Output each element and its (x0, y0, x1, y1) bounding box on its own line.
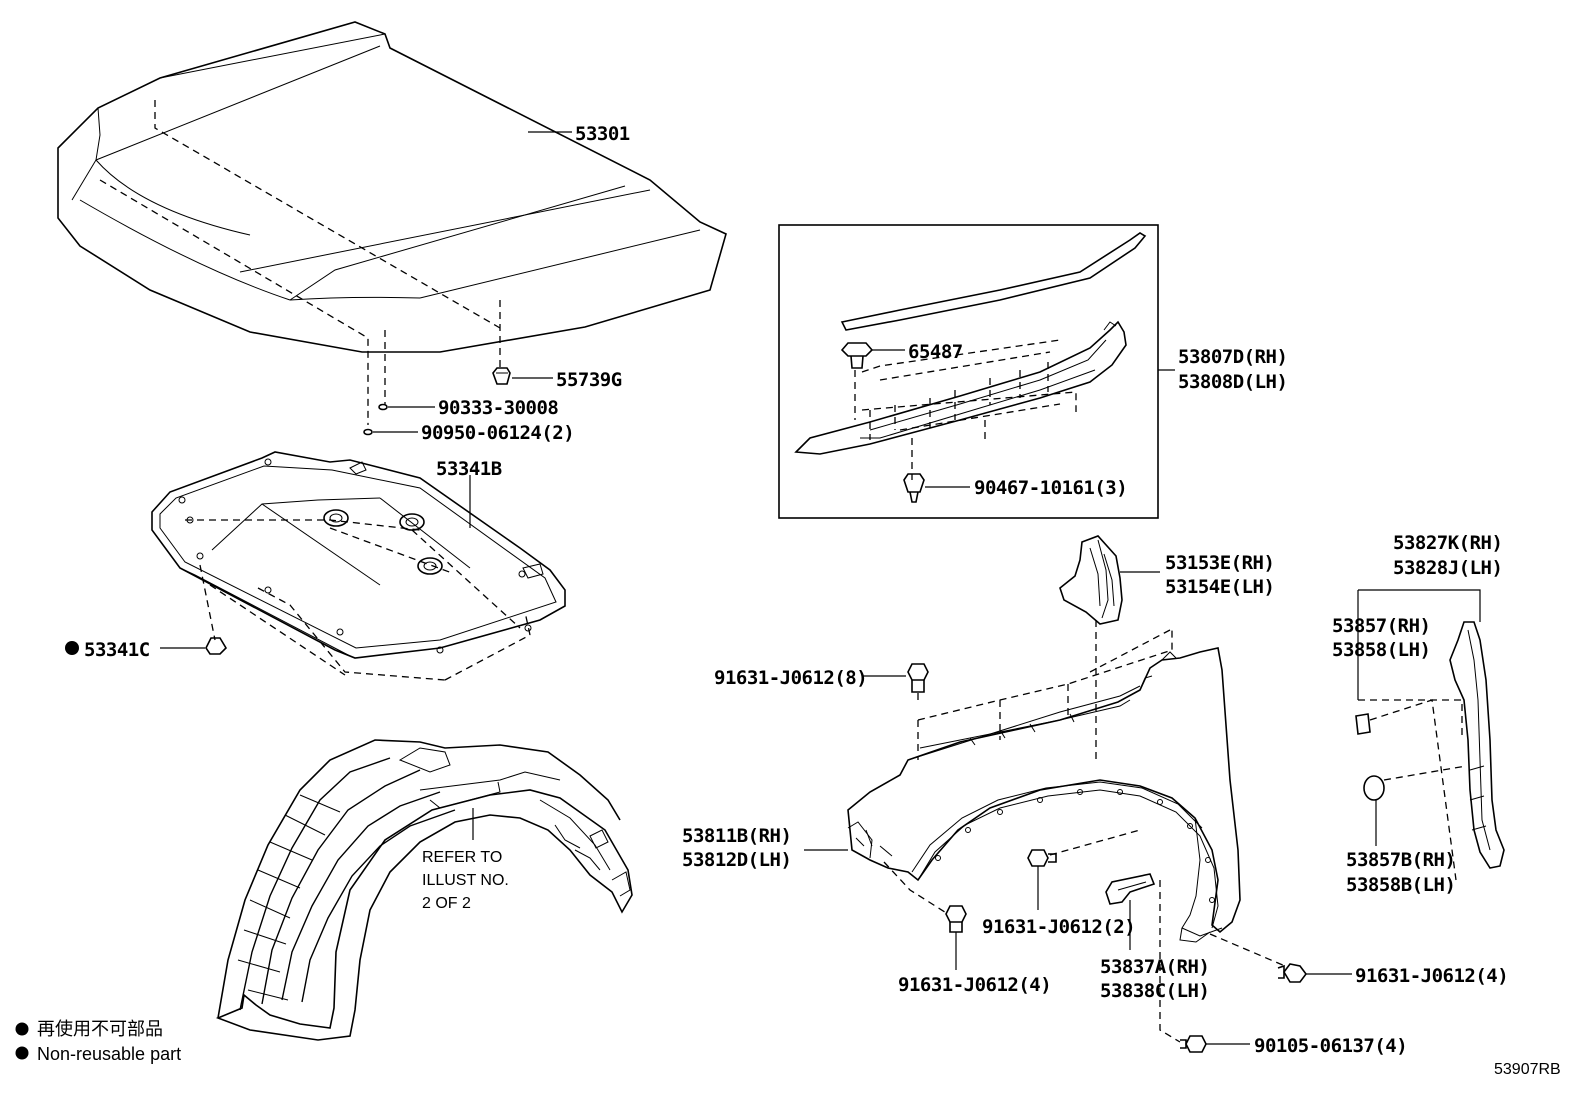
label-insulator-retainer: 53341C (84, 639, 150, 661)
label-splash-lh: 53838C(LH) (1100, 980, 1209, 1002)
bolt-4b-part (1277, 963, 1307, 983)
label-hood-insulator: 53341B (436, 458, 502, 480)
label-bolt-4a: 91631-J0612(4) (898, 974, 1051, 996)
fender-seal-part (1449, 621, 1505, 869)
fender-liner-part (215, 739, 633, 1041)
label-molding-clip: 65487 (908, 341, 963, 363)
label-spacer-b-lh: 53858B(LH) (1346, 874, 1455, 896)
label-bolt-2: 91631-J0612(2) (982, 916, 1135, 938)
front-fender-part (847, 647, 1241, 943)
legend-bullet-en (15, 1046, 29, 1060)
label-screw-4: 90105-06137(4) (1254, 1035, 1407, 1057)
label-bracket-rh: 53153E(RH) (1165, 552, 1274, 574)
spacer-b-part (1363, 775, 1385, 801)
hood-cushion-part (492, 367, 511, 385)
label-bracket-lh: 53154E(LH) (1165, 576, 1274, 598)
label-molding-rh: 53807D(RH) (1178, 346, 1287, 368)
non-reusable-mark-53341C (65, 641, 79, 655)
label-seal-lh: 53828J(LH) (1393, 557, 1502, 579)
legend-en: Non-reusable part (37, 1044, 181, 1064)
label-fender-lh: 53812D(LH) (682, 849, 791, 871)
label-molding-lh: 53808D(LH) (1178, 371, 1287, 393)
molding-inset-frame (778, 224, 1159, 519)
insulator-retainer-part (205, 637, 228, 655)
illustration-id: 53907RB (1494, 1061, 1561, 1078)
label-fender-rh: 53811B(RH) (682, 825, 791, 847)
hood-panel (57, 21, 727, 353)
bolt-2-part (1027, 849, 1057, 867)
legend-bullet-jp (15, 1022, 29, 1036)
label-splash-rh: 53837A(RH) (1100, 956, 1209, 978)
refer-note-line-2: ILLUST NO. (422, 872, 509, 889)
label-spacer-b-rh: 53857B(RH) (1346, 849, 1455, 871)
bolt-4a-part (945, 905, 967, 933)
molding-screw-part (903, 473, 925, 503)
legend-jp: 再使用不可部品 (37, 1019, 163, 1039)
label-spacer-lh: 53858(LH) (1332, 639, 1430, 661)
screw-4-part (1180, 1035, 1207, 1053)
label-hood-cushion: 55739G (556, 369, 622, 391)
splash-shield-part (1105, 873, 1156, 905)
label-molding-screw: 90467-10161(3) (974, 477, 1127, 499)
label-seal-rh: 53827K(RH) (1393, 532, 1502, 554)
refer-note-line-3: 2 OF 2 (422, 895, 471, 912)
bolt-8-part (907, 663, 929, 693)
clip-b-part (363, 428, 373, 436)
label-bolt-8: 91631-J0612(8) (714, 667, 867, 689)
clip-a-part (378, 403, 388, 411)
label-spacer-rh: 53857(RH) (1332, 615, 1430, 637)
fender-bracket-part (1059, 535, 1123, 625)
label-hood: 53301 (575, 123, 630, 145)
molding-clip-part (840, 342, 874, 369)
label-bolt-4b: 91631-J0612(4) (1355, 965, 1508, 987)
label-clip-a: 90333-30008 (438, 397, 558, 419)
hood-insulator-part (151, 451, 566, 659)
refer-note-line-1: REFER TO (422, 849, 502, 866)
label-clip-b: 90950-06124(2) (421, 422, 574, 444)
spacer-part (1355, 713, 1371, 735)
